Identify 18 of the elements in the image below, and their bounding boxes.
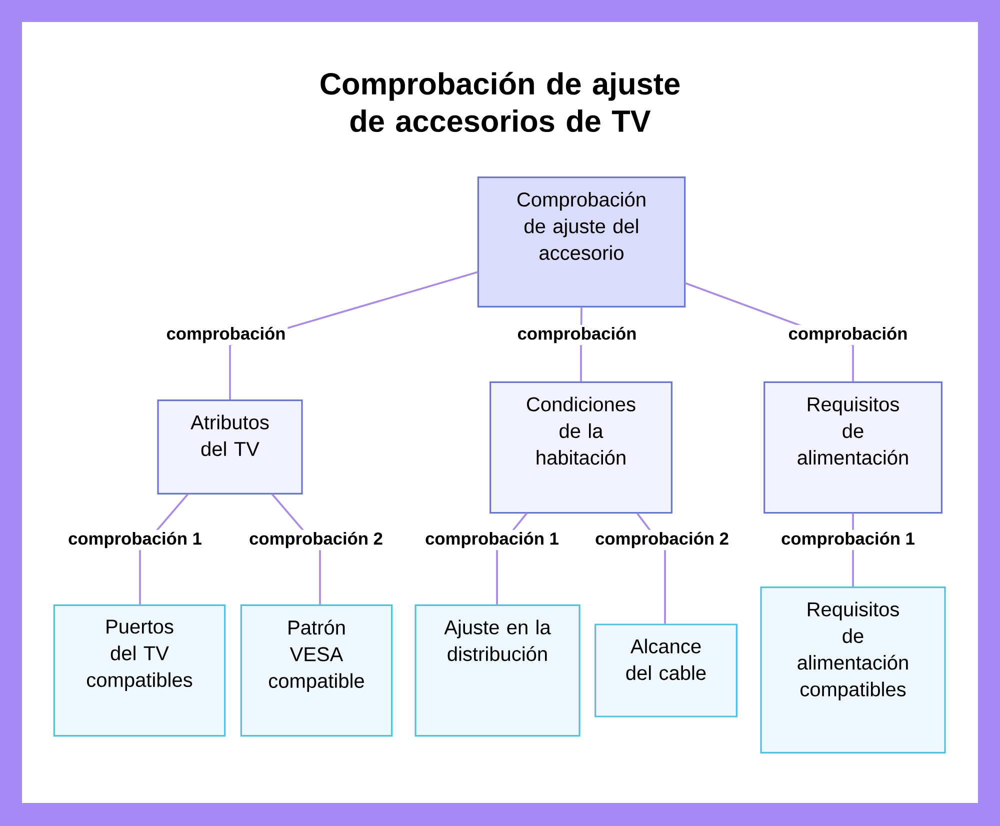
process-box: Puertos del TV compatibles bbox=[53, 604, 226, 737]
edge-label: comprobación 2 bbox=[593, 530, 731, 550]
process-box: Alcance del cable bbox=[594, 624, 738, 718]
process-box: Patrón VESA compatible bbox=[240, 604, 393, 737]
process-box: Atributos del TV bbox=[157, 400, 303, 494]
process-box: Condiciones de la habitación bbox=[490, 381, 672, 514]
edge-label: comprobación 1 bbox=[66, 530, 204, 550]
edge-label: comprobación bbox=[515, 324, 639, 346]
edge-label: comprobación 2 bbox=[247, 530, 385, 550]
edge-label: comprobación bbox=[164, 324, 288, 346]
process-box: Ajuste en la distribución bbox=[414, 604, 580, 737]
edge-label: comprobación 1 bbox=[423, 530, 561, 550]
process-box: Requisitos de alimentación compatibles bbox=[760, 586, 946, 754]
process-box: Requisitos de alimentación bbox=[764, 381, 942, 514]
edge-label: comprobación bbox=[786, 324, 910, 346]
process-box: Comprobación de ajuste del accesorio bbox=[477, 176, 686, 308]
edge-label: comprobación 1 bbox=[779, 530, 917, 550]
title: Comprobación de ajuste de accesorios de TV bbox=[320, 72, 680, 132]
